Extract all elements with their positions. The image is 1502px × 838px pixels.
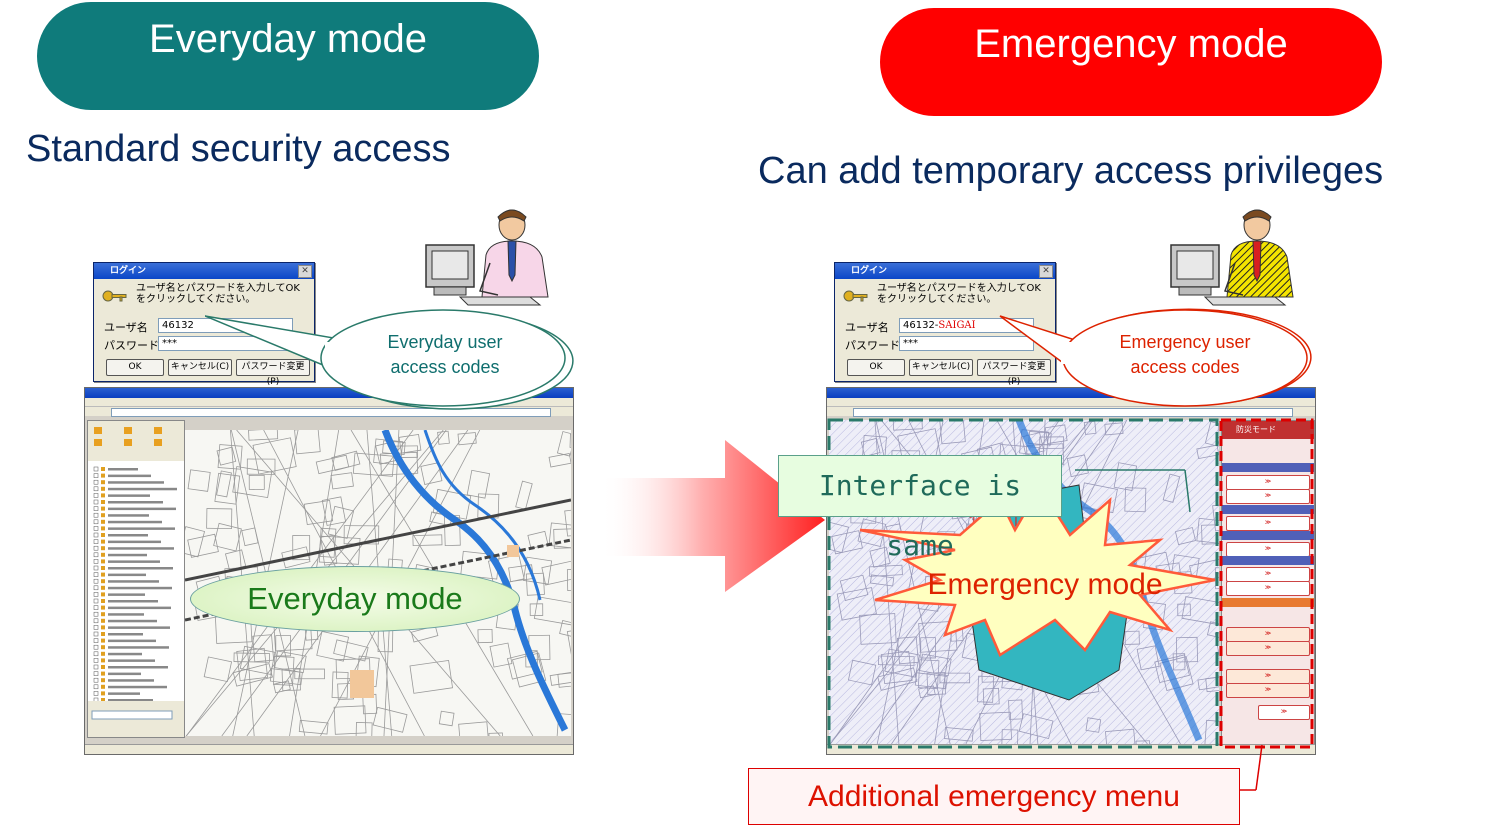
additional-menu-label: Additional emergency menu [748, 768, 1240, 825]
emergency-mode-pill-label: Emergency mode [974, 22, 1288, 66]
menu-section-header [1222, 531, 1314, 540]
emergency-user-at-computer-icon [1170, 209, 1294, 306]
layer-panel [87, 420, 185, 738]
dialog-titlebar: ログイン ✕ [94, 263, 314, 279]
username-field[interactable]: 46132-SAIGAI [899, 318, 1034, 333]
dialog-message: ユーザ名とパスワードを入力してOK をクリックしてください。 [136, 283, 306, 305]
everyday-bubble-line2: access codes [390, 357, 500, 377]
emergency-bubble-text: Emergency user access codes [1065, 330, 1305, 380]
emergency-burst-text: Emergency mode [927, 568, 1163, 601]
dialog-message-line2: をクリックしてください。 [136, 294, 256, 305]
emergency-bubble-shape [999, 308, 1312, 407]
menu-section-header [1222, 505, 1314, 514]
emergency-burst-shape [859, 484, 1216, 657]
temporary-privileges-heading: Can add temporary access privileges [758, 150, 1384, 192]
layer-list-graphic [88, 421, 184, 737]
everyday-mode-oval: Everyday mode [190, 566, 520, 632]
menu-section-header [1222, 463, 1314, 472]
emergency-mode-pill: Emergency mode [880, 8, 1382, 116]
username-suffix: SAIGAI [938, 320, 976, 331]
additional-menu-text: Additional emergency menu [808, 780, 1180, 813]
menu-item[interactable]: ≫ [1258, 705, 1310, 720]
dialog-message-line2: をクリックしてください。 [877, 294, 997, 305]
browser-statusbar [827, 744, 1315, 754]
dialog-message-line1: ユーザ名とパスワードを入力してOK [877, 283, 1041, 294]
interface-same-text: Interface is same [818, 469, 1022, 562]
dialog-message-line1: ユーザ名とパスワードを入力してOK [136, 283, 300, 294]
transition-arrow-icon [600, 440, 825, 592]
browser-menubar [85, 398, 573, 406]
dialog-message: ユーザ名とパスワードを入力してOK をクリックしてください。 [877, 283, 1047, 305]
browser-titlebar [85, 388, 573, 398]
change-password-button[interactable]: パスワード変更(P) [236, 359, 310, 387]
menu-section-header [1222, 598, 1314, 607]
interface-same-label: Interface is same [778, 455, 1062, 562]
key-icon [843, 290, 868, 302]
password-label: パスワード [104, 339, 159, 352]
browser-statusbar [85, 744, 573, 754]
menu-item[interactable]: ≫ [1226, 683, 1310, 698]
everyday-bubble-text: Everyday user access codes [325, 330, 565, 380]
username-prefix: 46132- [903, 320, 939, 331]
interface-dashed-frame [827, 418, 1219, 749]
emergency-side-menu: 防災モード ≫ ≫ ≫ ≫ ≫ ≫ ≫ ≫ ≫ ≫ ≫ [1221, 420, 1315, 746]
browser-addressbar [827, 406, 1315, 417]
browser-titlebar [827, 388, 1315, 398]
menu-section-header [1222, 556, 1314, 565]
emergency-menu-dashed-frame [1219, 418, 1314, 749]
ok-button[interactable]: OK [847, 359, 905, 376]
everyday-mode-pill: Everyday mode [37, 2, 539, 110]
everyday-user-at-computer-icon [425, 209, 549, 306]
username-label: ユーザ名 [845, 321, 889, 334]
menu-item[interactable]: ≫ [1226, 581, 1310, 596]
menu-item[interactable]: ≫ [1226, 489, 1310, 504]
emergency-bubble-line2: access codes [1130, 357, 1240, 377]
password-label: パスワード [845, 339, 900, 352]
key-icon [102, 290, 127, 302]
dialog-titlebar: ログイン ✕ [835, 263, 1055, 279]
change-password-button[interactable]: パスワード変更(P) [977, 359, 1051, 387]
everyday-bubble-line1: Everyday user [387, 332, 503, 352]
everyday-login-dialog: ログイン ✕ ユーザ名とパスワードを入力してOK をクリックしてください。 ユー… [93, 262, 315, 387]
everyday-mode-oval-label: Everyday mode [247, 581, 463, 616]
emergency-login-dialog: ログイン ✕ ユーザ名とパスワードを入力してOK をクリックしてください。 ユー… [834, 262, 1056, 387]
emergency-bubble-line1: Emergency user [1119, 332, 1251, 352]
dialog-title: ログイン [110, 266, 147, 276]
password-field[interactable]: *** [899, 336, 1034, 351]
close-icon[interactable]: ✕ [1039, 265, 1053, 278]
everyday-mode-pill-label: Everyday mode [149, 17, 427, 61]
standard-security-heading: Standard security access [26, 128, 451, 170]
side-menu-title: 防災モード [1222, 421, 1314, 439]
everyday-bubble-shape [205, 309, 574, 410]
menu-item[interactable]: ≫ [1226, 516, 1310, 531]
browser-addressbar [85, 406, 573, 417]
dialog-title: ログイン [851, 266, 888, 276]
ok-button[interactable]: OK [106, 359, 164, 376]
cancel-button[interactable]: キャンセル(C) [909, 359, 973, 376]
username-label: ユーザ名 [104, 321, 148, 334]
cancel-button[interactable]: キャンセル(C) [168, 359, 232, 376]
close-icon[interactable]: ✕ [298, 265, 312, 278]
menu-item[interactable]: ≫ [1226, 641, 1310, 656]
browser-menubar [827, 398, 1315, 406]
